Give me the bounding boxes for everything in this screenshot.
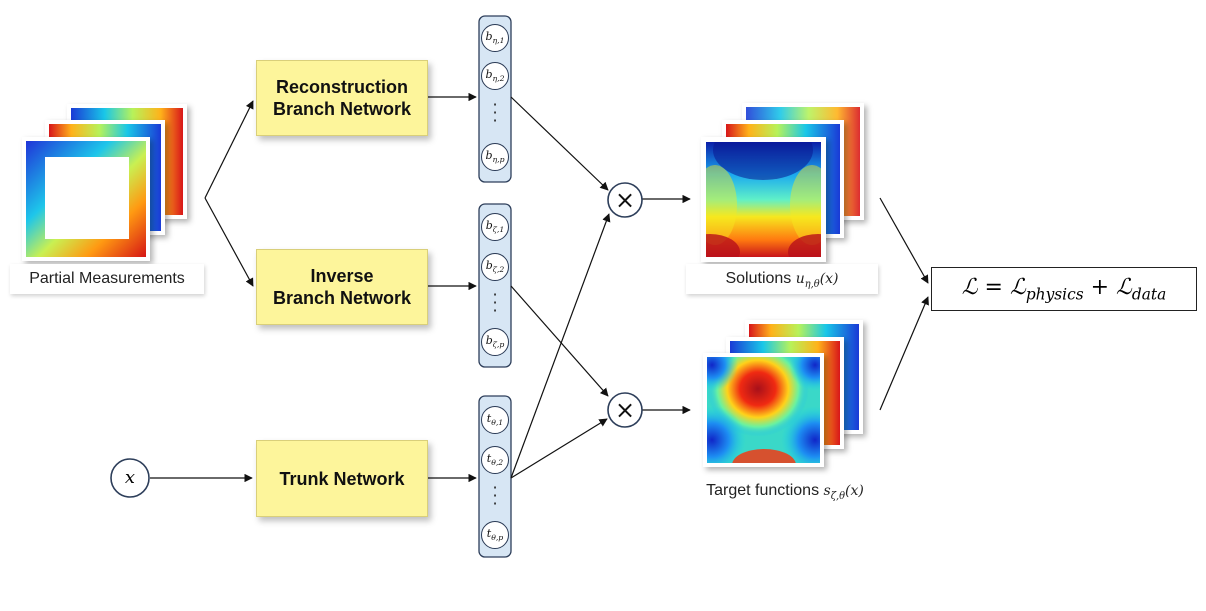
coefficient-b-eta-p: bη,p: [481, 143, 509, 171]
trunk-network: Trunk Network: [256, 440, 428, 517]
loss-formula: ℒ = ℒphysics + ℒdata: [961, 274, 1167, 304]
inverse-branch-network: Inverse Branch Network: [256, 249, 428, 325]
solutions-image-stack: [701, 103, 864, 262]
coefficient-b-eta-1: bη,1: [481, 24, 509, 52]
inverse-coefficient-column: [478, 203, 512, 368]
multiply-symbol: ×: [614, 396, 636, 424]
coefficient-ellipsis: ···: [492, 478, 498, 513]
coefficient-t-theta-p: tθ,p: [481, 521, 509, 549]
loss-function-box: ℒ = ℒphysics + ℒdata: [931, 267, 1197, 311]
coefficient-t-theta-2: tθ,2: [481, 446, 509, 474]
multiply-node-target: [607, 392, 643, 428]
flow-arrows: [150, 92, 929, 483]
coefficient-ellipsis: ···: [492, 285, 498, 320]
reconstruction-coefficient-column: [478, 15, 512, 183]
target-functions-caption: Target functions sζ,θ(x): [680, 477, 890, 505]
coefficient-b-zeta-p: bζ,p: [481, 328, 509, 356]
target-functions-image-stack: [703, 320, 863, 467]
x-input-node: [110, 458, 150, 498]
partial-measurements-caption: Partial Measurements: [10, 264, 204, 294]
coefficient-b-eta-2: bη,2: [481, 62, 509, 90]
multiply-node-solution: [607, 182, 643, 218]
coefficient-t-theta-1: tθ,1: [481, 406, 509, 434]
multiply-symbol: ×: [614, 186, 636, 214]
partial-measurements-image-stack: [22, 104, 187, 261]
coefficient-b-zeta-1: bζ,1: [481, 213, 509, 241]
coefficient-b-zeta-2: bζ,2: [481, 253, 509, 281]
reconstruction-branch-network: Reconstruction Branch Network: [256, 60, 428, 136]
solutions-caption: Solutions uη,θ(x): [686, 264, 878, 294]
x-input-label: x: [124, 467, 136, 488]
coefficient-ellipsis: ···: [492, 95, 498, 130]
